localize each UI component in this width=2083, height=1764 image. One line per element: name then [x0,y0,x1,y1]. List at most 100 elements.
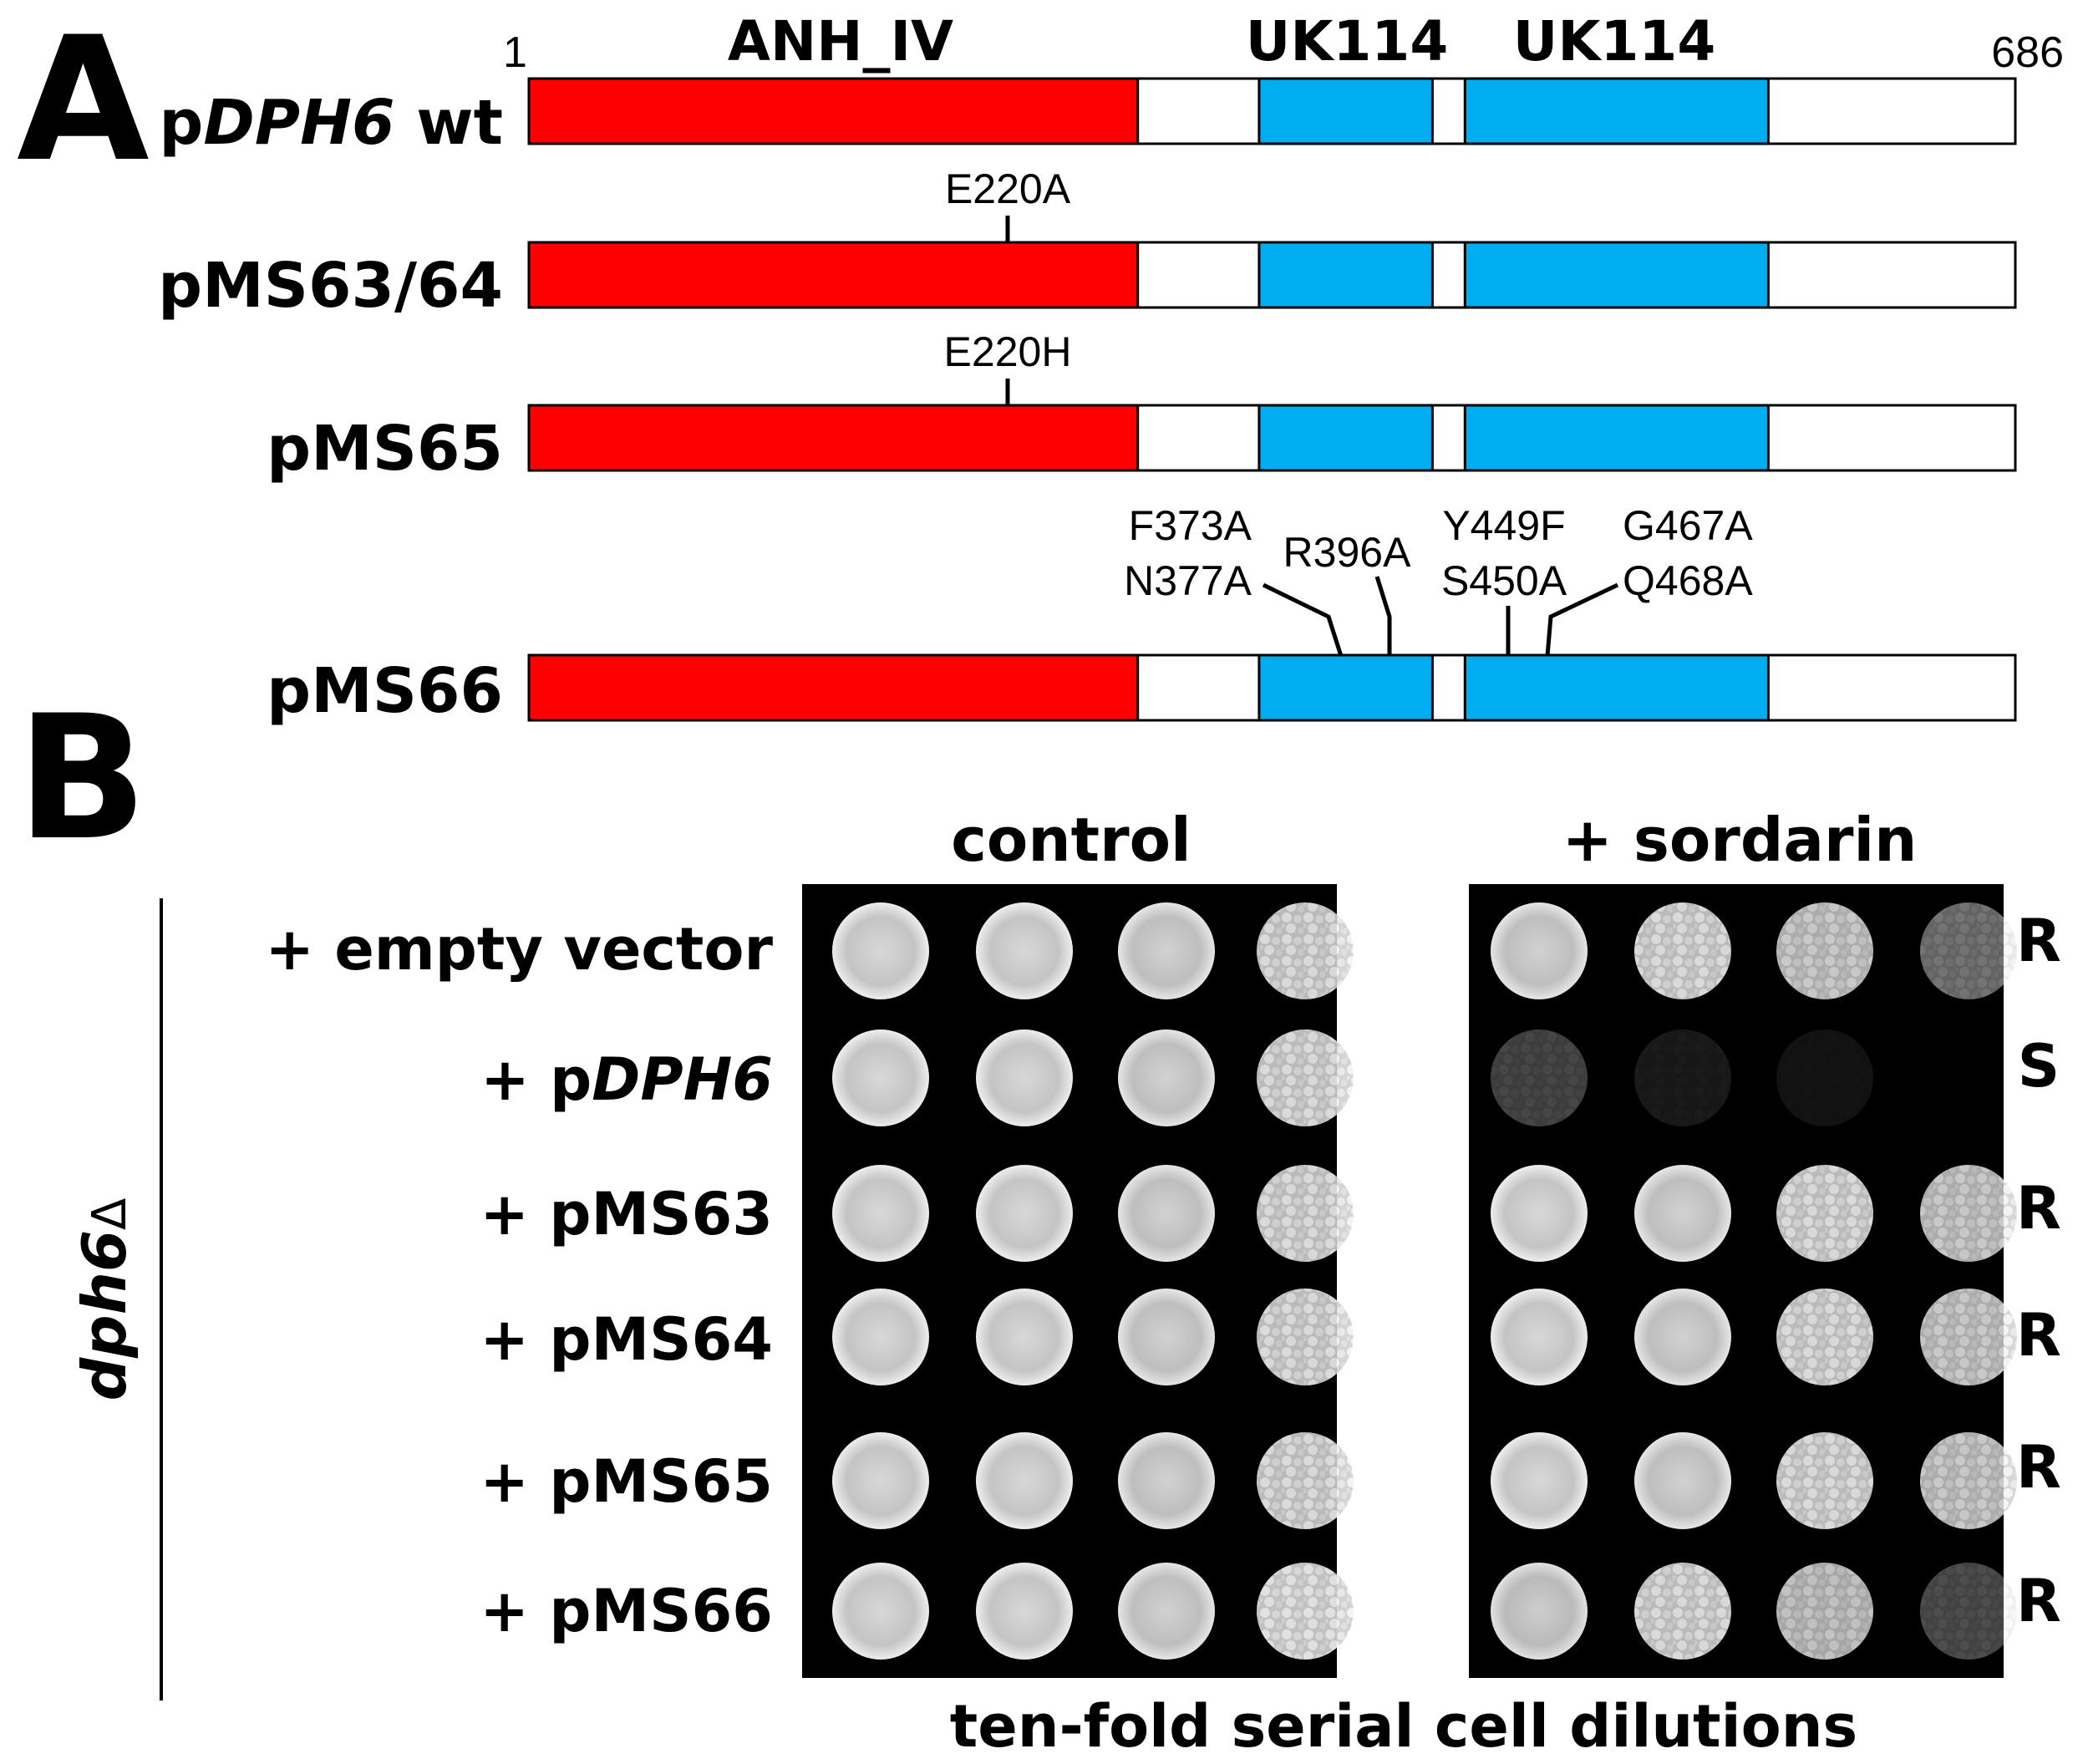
phenotype-row-4: R [2016,1301,2061,1370]
spot-sordarin-r2-d2 [1634,1029,1731,1126]
phenotype-row-5: R [2016,1433,2061,1502]
construct-label-pms66: pMS66 [267,655,503,727]
spot-sordarin-r1-d4 [1920,902,2017,999]
condition-label-sordarin: + sordarin [1562,805,1918,875]
leader-g467a-q468a [1545,582,1619,657]
mutation-label-g467a: G467A [1623,502,1753,549]
spot-control-r6-d3 [1118,1563,1215,1660]
phenotype-row-6: R [2016,1567,2061,1635]
mutation-label-n377a: N377A [1124,557,1252,604]
construct-bars [527,77,2017,722]
end-position-label: 686 [1991,28,2064,77]
spot-sordarin-r3-d4 [1920,1165,2017,1262]
domain-uk-2 [1257,653,1434,722]
spot-sordarin-r3-d3 [1776,1165,1873,1262]
spot-sordarin-r4-d4 [1920,1289,2017,1385]
domain-uk-3 [1463,77,1770,145]
domain-title-uk114-2: UK114 [1513,9,1716,74]
spot-sordarin-r5-d3 [1776,1432,1873,1529]
spot-control-r3-d1 [832,1165,929,1262]
spot-control-r2-d4 [1257,1029,1354,1126]
construct-bar-2 [527,241,2017,309]
construct-bar-1 [527,77,2017,145]
spot-control-r4-d4 [1257,1289,1354,1385]
start-position-label: 1 [503,28,527,77]
plate-control [802,884,1337,1678]
spot-sordarin-r2-d3 [1776,1029,1873,1126]
spot-control-r4-d2 [976,1289,1073,1385]
spot-sordarin-r2-d1 [1491,1029,1588,1126]
condition-label-control: control [951,805,1191,875]
domain-uk-3 [1463,241,1770,309]
spot-sordarin-r6-d3 [1776,1563,1873,1660]
row-label-pms64: + pMS64 [480,1305,773,1374]
spot-control-r1-d2 [976,902,1073,999]
row-label-empty-vector: + empty vector [265,915,773,984]
domain-uk-2 [1257,77,1434,145]
spot-sordarin-r3-d2 [1634,1165,1731,1262]
construct-label-pms65: pMS65 [267,413,503,485]
construct-label-pms63-64: pMS63/64 [158,250,503,322]
spot-sordarin-r1-d2 [1634,902,1731,999]
spot-control-r4-d3 [1118,1289,1215,1385]
spot-control-r3-d3 [1118,1165,1215,1262]
mutation-label-f373a: F373A [1129,502,1252,549]
domain-anh-1 [527,653,1140,722]
spot-sordarin-r5-d4 [1920,1432,2017,1529]
spot-sordarin-r6-d1 [1491,1563,1588,1660]
mutation-label-r396a: R396A [1283,529,1412,576]
domain-anh-1 [527,241,1140,309]
spot-control-r1-d1 [832,902,929,999]
phenotype-row-3: R [2016,1174,2061,1243]
phenotype-row-1: R [2016,907,2061,975]
domain-uk-2 [1257,404,1434,472]
row-label-pms63: + pMS63 [480,1180,773,1248]
panel-b-letter: B [17,679,147,878]
spot-control-r5-d2 [976,1432,1073,1529]
mutation-label-e220h: E220H [944,328,1072,375]
leader-r396a [1374,576,1392,656]
spot-sordarin-r4-d1 [1491,1289,1588,1385]
mutation-label-q468a: Q468A [1623,557,1753,604]
mutation-label-y449f: Y449F [1442,502,1565,549]
domain-uk-2 [1257,241,1434,309]
row-label-pdph6: + pDPH6 [480,1045,773,1114]
domain-title-anh: ANH_IV [728,9,953,74]
spot-control-r3-d2 [976,1165,1073,1262]
construct-label-wt: pDPH6 wt [159,87,503,159]
domain-anh-1 [527,77,1140,145]
spot-control-r5-d4 [1257,1432,1354,1529]
spot-control-r1-d4 [1257,902,1354,999]
domain-uk-3 [1463,404,1770,472]
spot-control-r3-d4 [1257,1165,1354,1262]
panel-a-letter: A [17,1,150,200]
mutation-label-e220a: E220A [945,165,1071,212]
mutation-leader-lines [1005,216,1619,657]
mutation-label-s450a: S450A [1441,557,1567,604]
construct-bar-3 [527,404,2017,472]
construct-bar-4 [527,653,2017,722]
panel-a-domain-diagram: A 1 686 ANH_IV UK114 UK114 pDPH6 wt pMS6… [17,1,2064,727]
spot-control-r1-d3 [1118,902,1215,999]
spot-control-r6-d4 [1257,1563,1354,1660]
row-label-pms66: + pMS66 [480,1577,773,1645]
spot-sordarin-r6-d4 [1920,1563,2017,1660]
spot-sordarin-r5-d1 [1491,1432,1588,1529]
phenotype-row-2: S [2018,1032,2060,1101]
dilution-caption: ten-fold serial cell dilutions [950,1692,1857,1761]
spot-sordarin-r6-d2 [1634,1563,1731,1660]
spot-sordarin-r5-d2 [1634,1432,1731,1529]
domain-anh-1 [527,404,1140,472]
spot-control-r2-d2 [976,1029,1073,1126]
domain-uk-3 [1463,653,1770,722]
spot-sordarin-r4-d3 [1776,1289,1873,1385]
plate-sordarin [1469,884,2004,1678]
spot-sordarin-r4-d2 [1634,1289,1731,1385]
strain-label-dph6: dph6Δ [69,1198,140,1401]
spot-control-r5-d3 [1118,1432,1215,1529]
row-label-pms65: + pMS65 [480,1447,773,1516]
spot-sordarin-r1-d1 [1491,902,1588,999]
spot-control-r6-d2 [976,1563,1073,1660]
panel-b-spot-assay: B control + sordarin dph6Δ + empty vecto… [17,679,2061,1761]
